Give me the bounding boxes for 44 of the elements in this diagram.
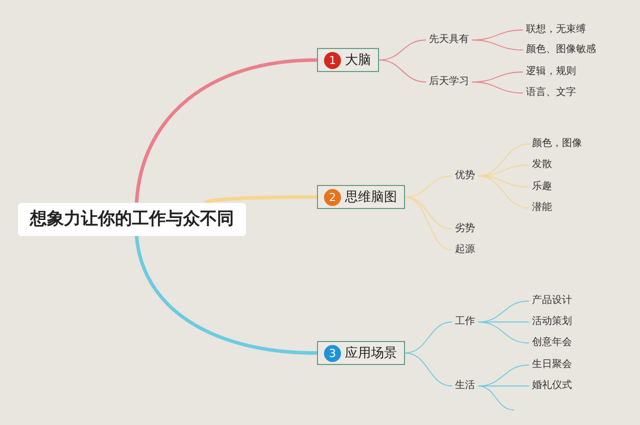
subtopic-label: 产品设计 xyxy=(529,293,575,309)
number-badge: 3 xyxy=(324,344,341,362)
subtopic-label: 活动策划 xyxy=(529,314,575,330)
topic-label: 大脑 xyxy=(345,52,371,69)
central-topic: 想象力让你的工作与众不同 xyxy=(18,202,246,236)
branch-line xyxy=(404,176,452,198)
subtopic-label: 劣势 xyxy=(452,221,478,237)
branch-line xyxy=(472,40,524,50)
branch-line xyxy=(478,386,514,410)
subtopic-label: 发散 xyxy=(529,157,555,173)
topic-box xyxy=(317,48,379,72)
subtopic-label: 生日聚会 xyxy=(529,357,575,373)
topic-box xyxy=(317,341,405,365)
topic-box xyxy=(317,185,405,209)
subtopic-label: 颜色，图像 xyxy=(529,136,585,152)
subtopic-label: 优势 xyxy=(452,168,478,184)
subtopic-label: 生活 xyxy=(452,378,478,394)
branch-line xyxy=(204,195,317,204)
subtopic-label: 乐趣 xyxy=(529,179,555,195)
branch-line xyxy=(378,60,426,82)
subtopic-label: 婚礼仪式 xyxy=(529,378,575,394)
branch-line xyxy=(478,322,530,344)
number-badge: 1 xyxy=(324,52,341,68)
subtopic-label: 创意年会 xyxy=(529,335,575,351)
branch-line xyxy=(134,58,318,203)
subtopic-label: 先天具有 xyxy=(426,32,472,48)
subtopic-label: 起源 xyxy=(452,242,478,258)
branch-line xyxy=(478,176,530,208)
subtopic-label: 联想，无束缚 xyxy=(523,22,589,38)
branch-line xyxy=(404,322,452,354)
subtopic-label: 语言、文字 xyxy=(523,85,579,101)
subtopic-label: 逻辑，规则 xyxy=(523,64,579,80)
subtopic-label: 工作 xyxy=(452,314,478,330)
branch-line xyxy=(472,82,524,94)
number-badge: 2 xyxy=(324,188,341,206)
topic-label: 应用场景 xyxy=(345,345,397,362)
subtopic-label: 潜能 xyxy=(529,200,555,216)
subtopic-label: 颜色、图像敏感 xyxy=(523,42,599,58)
topic-label: 思维脑图 xyxy=(345,189,397,206)
branch-line xyxy=(404,196,452,250)
branch-line xyxy=(478,176,530,188)
branch-line xyxy=(404,352,452,386)
subtopic-label: 后天学习 xyxy=(426,74,472,90)
branch-line xyxy=(134,235,318,355)
